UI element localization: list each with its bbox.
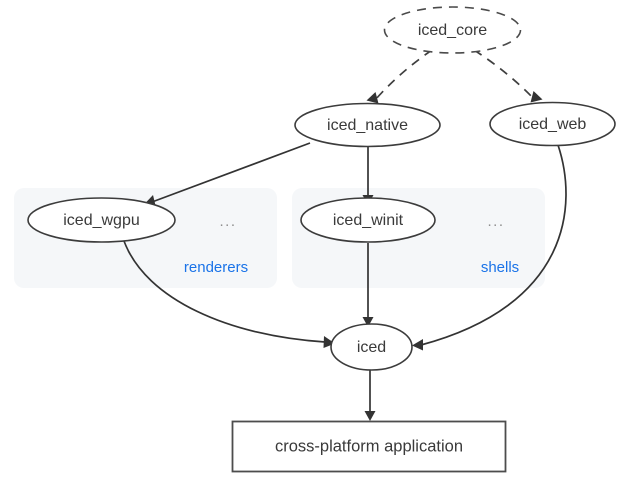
edge-iced-winit-to-iced [362,243,374,327]
node-iced-wgpu-shape[interactable] [27,197,176,243]
node-application-label: cross-platform application [275,437,463,455]
node-iced-label: iced [357,339,386,356]
edge-iced-to-application [364,370,376,421]
node-iced-native-label: iced_native [327,117,408,134]
node-iced-wgpu-label: iced_wgpu [63,212,140,229]
node-iced[interactable]: iced [330,323,413,371]
group-shells-label: shells [481,259,519,276]
edge-iced-web-to-iced [412,144,567,351]
group-renderers-label: renderers [184,259,248,276]
node-iced-native[interactable]: iced_native [294,102,441,148]
node-iced-shape[interactable] [330,323,413,371]
edge-iced-core-to-iced-web [473,49,543,103]
edge-iced-core-to-iced-native [366,49,433,104]
edge-iced-native-to-iced-winit [362,146,374,205]
node-iced-winit[interactable]: iced_winit [300,197,436,243]
edge-iced-wgpu-to-iced [123,240,335,348]
node-iced-web-shape[interactable] [489,101,616,147]
group-shells-ellipsis: ... [487,213,504,230]
node-iced-wgpu[interactable]: iced_wgpu [27,197,176,243]
node-iced-web-label: iced_web [519,116,587,133]
node-iced-core-shape[interactable] [383,6,522,54]
group-renderers-ellipsis: ... [219,213,236,230]
node-application-shape[interactable] [231,420,507,473]
node-iced-web[interactable]: iced_web [489,101,616,147]
node-iced-core-label: iced_core [418,22,487,39]
node-iced-native-shape[interactable] [294,102,441,148]
node-iced-core[interactable]: iced_core [383,6,522,54]
node-iced-winit-label: iced_winit [333,212,404,229]
node-iced-winit-shape[interactable] [300,197,436,243]
node-cross-platform-application[interactable]: cross-platform application [231,420,507,473]
